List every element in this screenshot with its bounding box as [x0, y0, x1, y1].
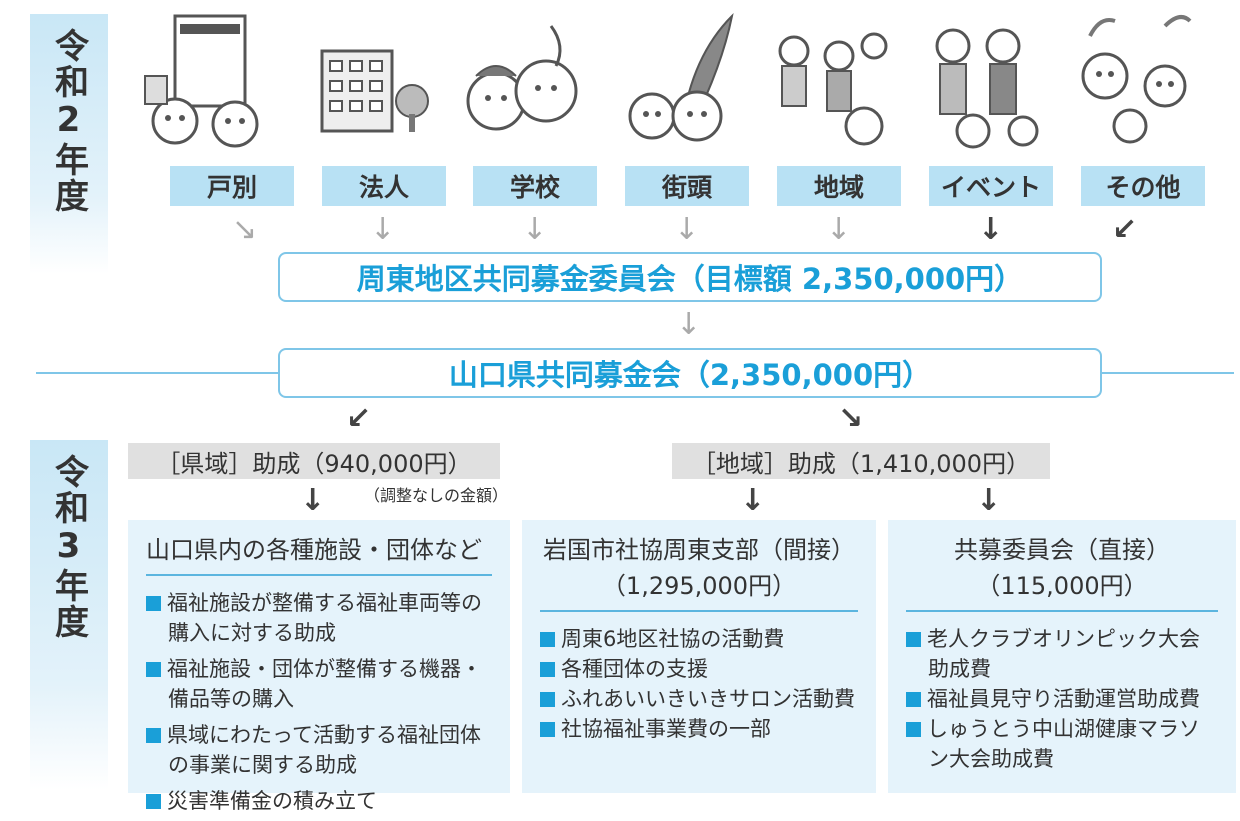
panel-prefecture-facilities: 山口県内の各種施設・団体など 福祉施設が整備する福祉車両等の購入に対する助成 福…	[128, 520, 510, 813]
bullet-square-icon	[906, 722, 921, 737]
committee-box: 周東地区共同募金委員会（目標額 2,350,000円）	[278, 252, 1102, 302]
bullet-square-icon	[906, 632, 921, 647]
arrow-down-left-icon: ↙	[346, 401, 372, 436]
arrow-down-icon: ↓	[522, 212, 548, 247]
category-street: 街頭	[625, 166, 749, 206]
arrow-down-icon: ↓	[976, 483, 1002, 518]
arrow-down-right-icon: ↘	[838, 401, 864, 436]
year-label-reiwa-2: 令和2年度	[48, 28, 89, 214]
panel-iwakuni-branch: 岩国市社協周東支部（間接） （1,295,000円） 周東6地区社協の活動費 各…	[522, 520, 876, 793]
panel-fund-committee: 共募委員会（直接） （115,000円） 老人クラブオリンピック大会助成費 福祉…	[888, 520, 1236, 793]
list-item: 福祉施設が整備する福祉車両等の購入に対する助成	[146, 588, 492, 648]
street-feather-mascots-illustration	[628, 12, 734, 142]
panel-title-amount: （1,295,000円）	[601, 572, 797, 600]
arrow-down-right-icon: ↘	[232, 212, 258, 247]
grant-note: （調整なしの金額）	[364, 486, 509, 505]
year-tab-reiwa-2: 令和2年度	[30, 14, 108, 274]
panel-item-list: 福祉施設が整備する福祉車両等の購入に対する助成 福祉施設・団体が整備する機器・備…	[146, 588, 492, 816]
panel-title-amount: （115,000円）	[976, 572, 1148, 600]
panel-title: 岩国市社協周東支部（間接）	[543, 536, 855, 564]
bullet-square-icon	[540, 692, 555, 707]
panel-title: 共募委員会（直接）	[954, 536, 1170, 564]
arrow-down-icon: ↓	[826, 212, 852, 247]
bullet-square-icon	[146, 662, 161, 677]
panel-divider	[146, 574, 492, 576]
list-item: 老人クラブオリンピック大会助成費	[906, 624, 1218, 684]
office-building-illustration	[320, 49, 429, 133]
year-tab-reiwa-3: 令和3年度	[30, 440, 108, 790]
arrow-down-icon: ↓	[676, 307, 702, 342]
category-door-to-door: 戸別	[170, 166, 294, 206]
list-item: 福祉施設・団体が整備する機器・備品等の購入	[146, 654, 492, 714]
door-to-door-mascots-illustration	[144, 14, 259, 148]
event-people-illustration	[935, 28, 1039, 149]
school-children-mascots-illustration	[466, 25, 578, 131]
category-corporate: 法人	[322, 166, 446, 206]
panel-item-list: 老人クラブオリンピック大会助成費 福祉員見守り活動運営助成費 しゅうとう中山湖健…	[906, 624, 1218, 774]
year-label-reiwa-3: 令和3年度	[48, 454, 89, 640]
arrow-down-icon: ↓	[370, 212, 396, 247]
divider-line-left	[36, 372, 278, 374]
list-item: 周東6地区社協の活動費	[540, 624, 858, 654]
flying-feathers-mascots-illustration	[1081, 15, 1192, 144]
arrow-down-icon: ↓	[300, 483, 326, 518]
list-item: 各種団体の支援	[540, 654, 858, 684]
bullet-square-icon	[540, 632, 555, 647]
panel-divider	[906, 610, 1218, 612]
list-item: 災害準備金の積み立て	[146, 786, 492, 816]
category-community: 地域	[777, 166, 901, 206]
bullet-square-icon	[146, 596, 161, 611]
community-people-illustration	[778, 32, 888, 146]
list-item: 福祉員見守り活動運営助成費	[906, 684, 1218, 714]
arrow-down-icon: ↓	[978, 212, 1004, 247]
arrow-down-icon: ↓	[740, 483, 766, 518]
bullet-square-icon	[146, 728, 161, 743]
panel-item-list: 周東6地区社協の活動費 各種団体の支援 ふれあいいきいきサロン活動費 社協福祉事…	[540, 624, 858, 744]
list-item: 県域にわたって活動する福祉団体の事業に関する助成	[146, 720, 492, 780]
bullet-square-icon	[146, 794, 161, 809]
panel-title: 山口県内の各種施設・団体など	[146, 536, 482, 564]
bullet-square-icon	[540, 662, 555, 677]
local-grant: ［地域］助成（1,410,000円）	[672, 443, 1050, 479]
prefecture-wide-grant: ［県域］助成（940,000円）	[128, 443, 500, 479]
category-other: その他	[1081, 166, 1205, 206]
category-school: 学校	[473, 166, 597, 206]
list-item: 社協福祉事業費の一部	[540, 714, 858, 744]
prefecture-fund-box: 山口県共同募金会（2,350,000円）	[278, 348, 1102, 398]
list-item: ふれあいいきいきサロン活動費	[540, 684, 858, 714]
list-item: しゅうとう中山湖健康マラソン大会助成費	[906, 714, 1218, 774]
panel-divider	[540, 610, 858, 612]
bullet-square-icon	[540, 722, 555, 737]
bullet-square-icon	[906, 692, 921, 707]
divider-line-right	[1102, 372, 1234, 374]
category-event: イベント	[929, 166, 1053, 206]
arrow-down-icon: ↓	[674, 212, 700, 247]
arrow-down-left-icon: ↙	[1112, 212, 1138, 247]
